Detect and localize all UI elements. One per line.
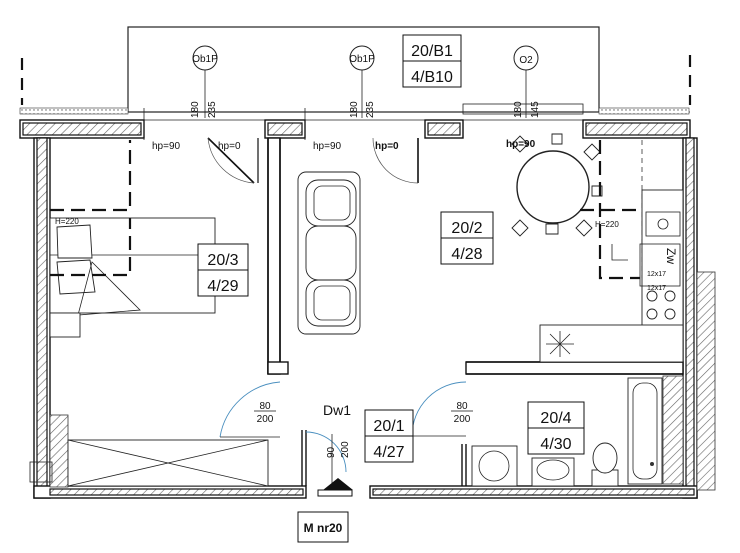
door-dimensions: 80 200 80 200 90 200	[254, 401, 473, 458]
window-marker-label: Ob1P	[192, 54, 218, 65]
bed	[49, 217, 216, 338]
dining-set	[511, 133, 603, 237]
sill-heights: hp=90 hp=0 hp=90 hp=0 hp=90	[152, 139, 536, 152]
window-width: 145	[530, 101, 541, 118]
room-label-top: 20/4	[540, 410, 571, 427]
ventilation-label: Zw	[664, 248, 678, 264]
room-label-top: 20/3	[207, 252, 238, 269]
door-marker-label: Dw1	[323, 402, 351, 418]
window-marker-label: O2	[519, 55, 533, 66]
room-label-bottom: 4/B10	[411, 69, 453, 86]
windows	[143, 103, 584, 140]
window-marker-label: Ob1P	[349, 54, 375, 65]
door-height: 200	[340, 441, 351, 458]
built-in-outlines	[580, 140, 643, 280]
window-height: 180	[190, 101, 201, 118]
door-height: 200	[454, 414, 471, 425]
kitchen	[539, 189, 684, 363]
cooktop-size: 12x17	[647, 285, 666, 292]
bathroom	[471, 375, 684, 487]
window-markers: Ob1P Ob1P O2	[192, 45, 539, 118]
room-label-bottom: 4/30	[540, 436, 571, 453]
room-label-top: 20/1	[373, 418, 404, 435]
window-dimensions: 180 235 180 235 180 145	[190, 101, 541, 118]
entrance-marker	[297, 434, 353, 543]
window-height: 180	[513, 101, 524, 118]
balcony	[19, 26, 692, 115]
wardrobe-outlines	[50, 140, 132, 277]
room-label-bottom: 4/27	[373, 444, 404, 461]
bedroom-wardrobe	[67, 439, 269, 487]
balcony-doors	[207, 137, 419, 184]
room-label-bottom: 4/28	[451, 246, 482, 263]
entrance-label: M nr20	[304, 521, 343, 535]
room-label-bottom: 4/29	[207, 278, 238, 295]
window-width: 235	[207, 101, 218, 118]
door-width: 90	[326, 446, 337, 458]
door-height: 200	[257, 414, 274, 425]
sofa	[297, 171, 361, 335]
window-width: 235	[365, 101, 376, 118]
room-label-top: 20/B1	[411, 43, 453, 60]
window-height: 180	[349, 101, 360, 118]
cooktop-size: 12x17	[647, 271, 666, 278]
room-label-top: 20/2	[451, 220, 482, 237]
ceiling-heights: H=220 H=220	[55, 217, 619, 229]
sill-height: hp=90	[313, 141, 342, 152]
sill-height: hp=0	[218, 141, 241, 152]
height-label: H=220	[55, 217, 79, 226]
room-labels: 20/3 4/29 20/2 4/28 20/1 4/27 20/4 4/30 …	[197, 34, 585, 463]
sill-height: hp=90	[152, 141, 181, 152]
misc-markers: Dw1 M nr20 Zw 12x17 12x17	[304, 248, 678, 535]
door-width: 80	[456, 401, 468, 412]
height-label: H=220	[595, 220, 619, 229]
sill-height: hp=0	[375, 141, 399, 152]
exterior-walls	[19, 119, 716, 499]
door-width: 80	[259, 401, 271, 412]
sill-height: hp=90	[506, 139, 536, 150]
interior-walls	[267, 137, 684, 486]
